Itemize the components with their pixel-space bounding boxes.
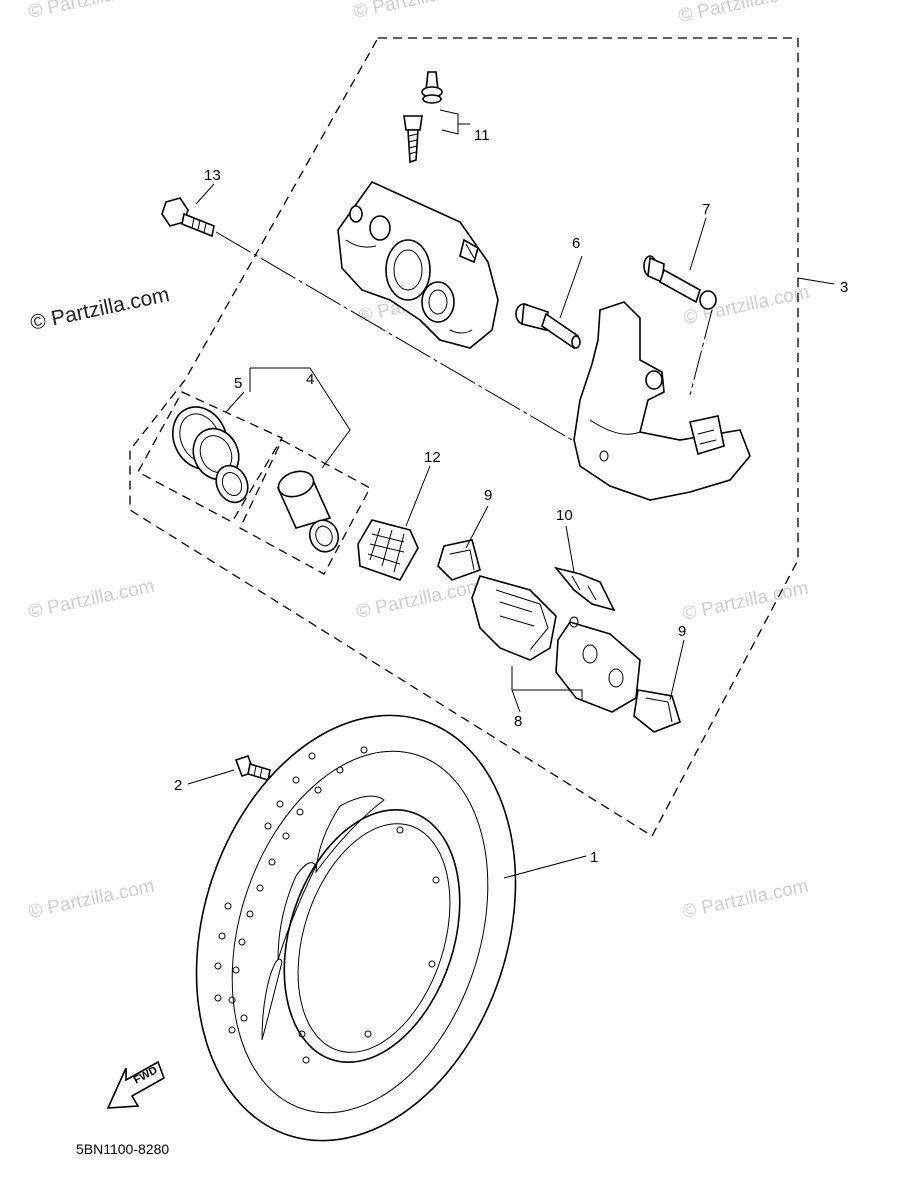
callout-12: 12 [424, 449, 441, 466]
watermark: © Partzilla.com [355, 576, 485, 623]
piston-seals-5 [172, 406, 249, 504]
callout-8: 8 [514, 713, 522, 730]
watermark: © Partzilla.com [352, 0, 482, 23]
caliper-assembly-boundary [129, 37, 799, 837]
diagram-code: 5BN1100-8280 [76, 1141, 169, 1157]
pistons-4 [276, 470, 340, 553]
pad-support-10 [553, 566, 616, 612]
watermark: © Partzilla.com [681, 876, 811, 923]
watermark-main: © Partzilla.com [28, 283, 171, 335]
watermark: © Partzilla.com [27, 0, 157, 23]
forward-direction-arrow: FWD [106, 1060, 165, 1109]
callout-7: 7 [702, 201, 710, 218]
callout-13: 13 [204, 167, 221, 184]
caliper-bracket [573, 301, 751, 501]
caliper-body [337, 180, 499, 349]
callout-10: 10 [556, 507, 573, 524]
callout-5: 5 [234, 375, 242, 392]
pad-clip-9-upper [437, 539, 481, 581]
bleed-screw-part [403, 71, 443, 164]
bolt-7-centerline [689, 309, 713, 396]
callout-11: 11 [474, 127, 490, 144]
brake-pad-8-inner [471, 575, 557, 661]
brake-disc-1 [195, 714, 517, 1142]
piston-kit-boundary [239, 439, 371, 575]
caliper-bolt-13 [161, 197, 215, 238]
callout-6: 6 [572, 235, 580, 252]
bolt-13-centerline [215, 231, 573, 441]
callout-9-upper: 9 [484, 487, 492, 504]
leader-lines [187, 109, 835, 879]
callout-4: 4 [306, 371, 314, 388]
guide-pin-7 [643, 255, 717, 310]
disc-vent-holes [214, 746, 440, 1064]
callout-3: 3 [840, 279, 848, 296]
watermark: © Partzilla.com [677, 0, 807, 27]
guide-pin-6 [515, 302, 581, 350]
callout-1: 1 [590, 849, 598, 866]
watermark: © Partzilla.com [27, 876, 157, 923]
pad-clip-9-lower [633, 689, 681, 733]
pad-spring-12 [357, 519, 419, 581]
callout-9-lower: 9 [678, 623, 686, 640]
disc-bolt-2 [234, 754, 271, 782]
brake-pad-8-outer [555, 616, 641, 713]
watermark: © Partzilla.com [27, 576, 157, 623]
callout-labels: 11 13 6 7 3 5 4 12 9 10 9 8 2 1 [174, 127, 848, 866]
callout-2: 2 [174, 777, 182, 794]
watermark: © Partzilla.com [681, 578, 811, 625]
